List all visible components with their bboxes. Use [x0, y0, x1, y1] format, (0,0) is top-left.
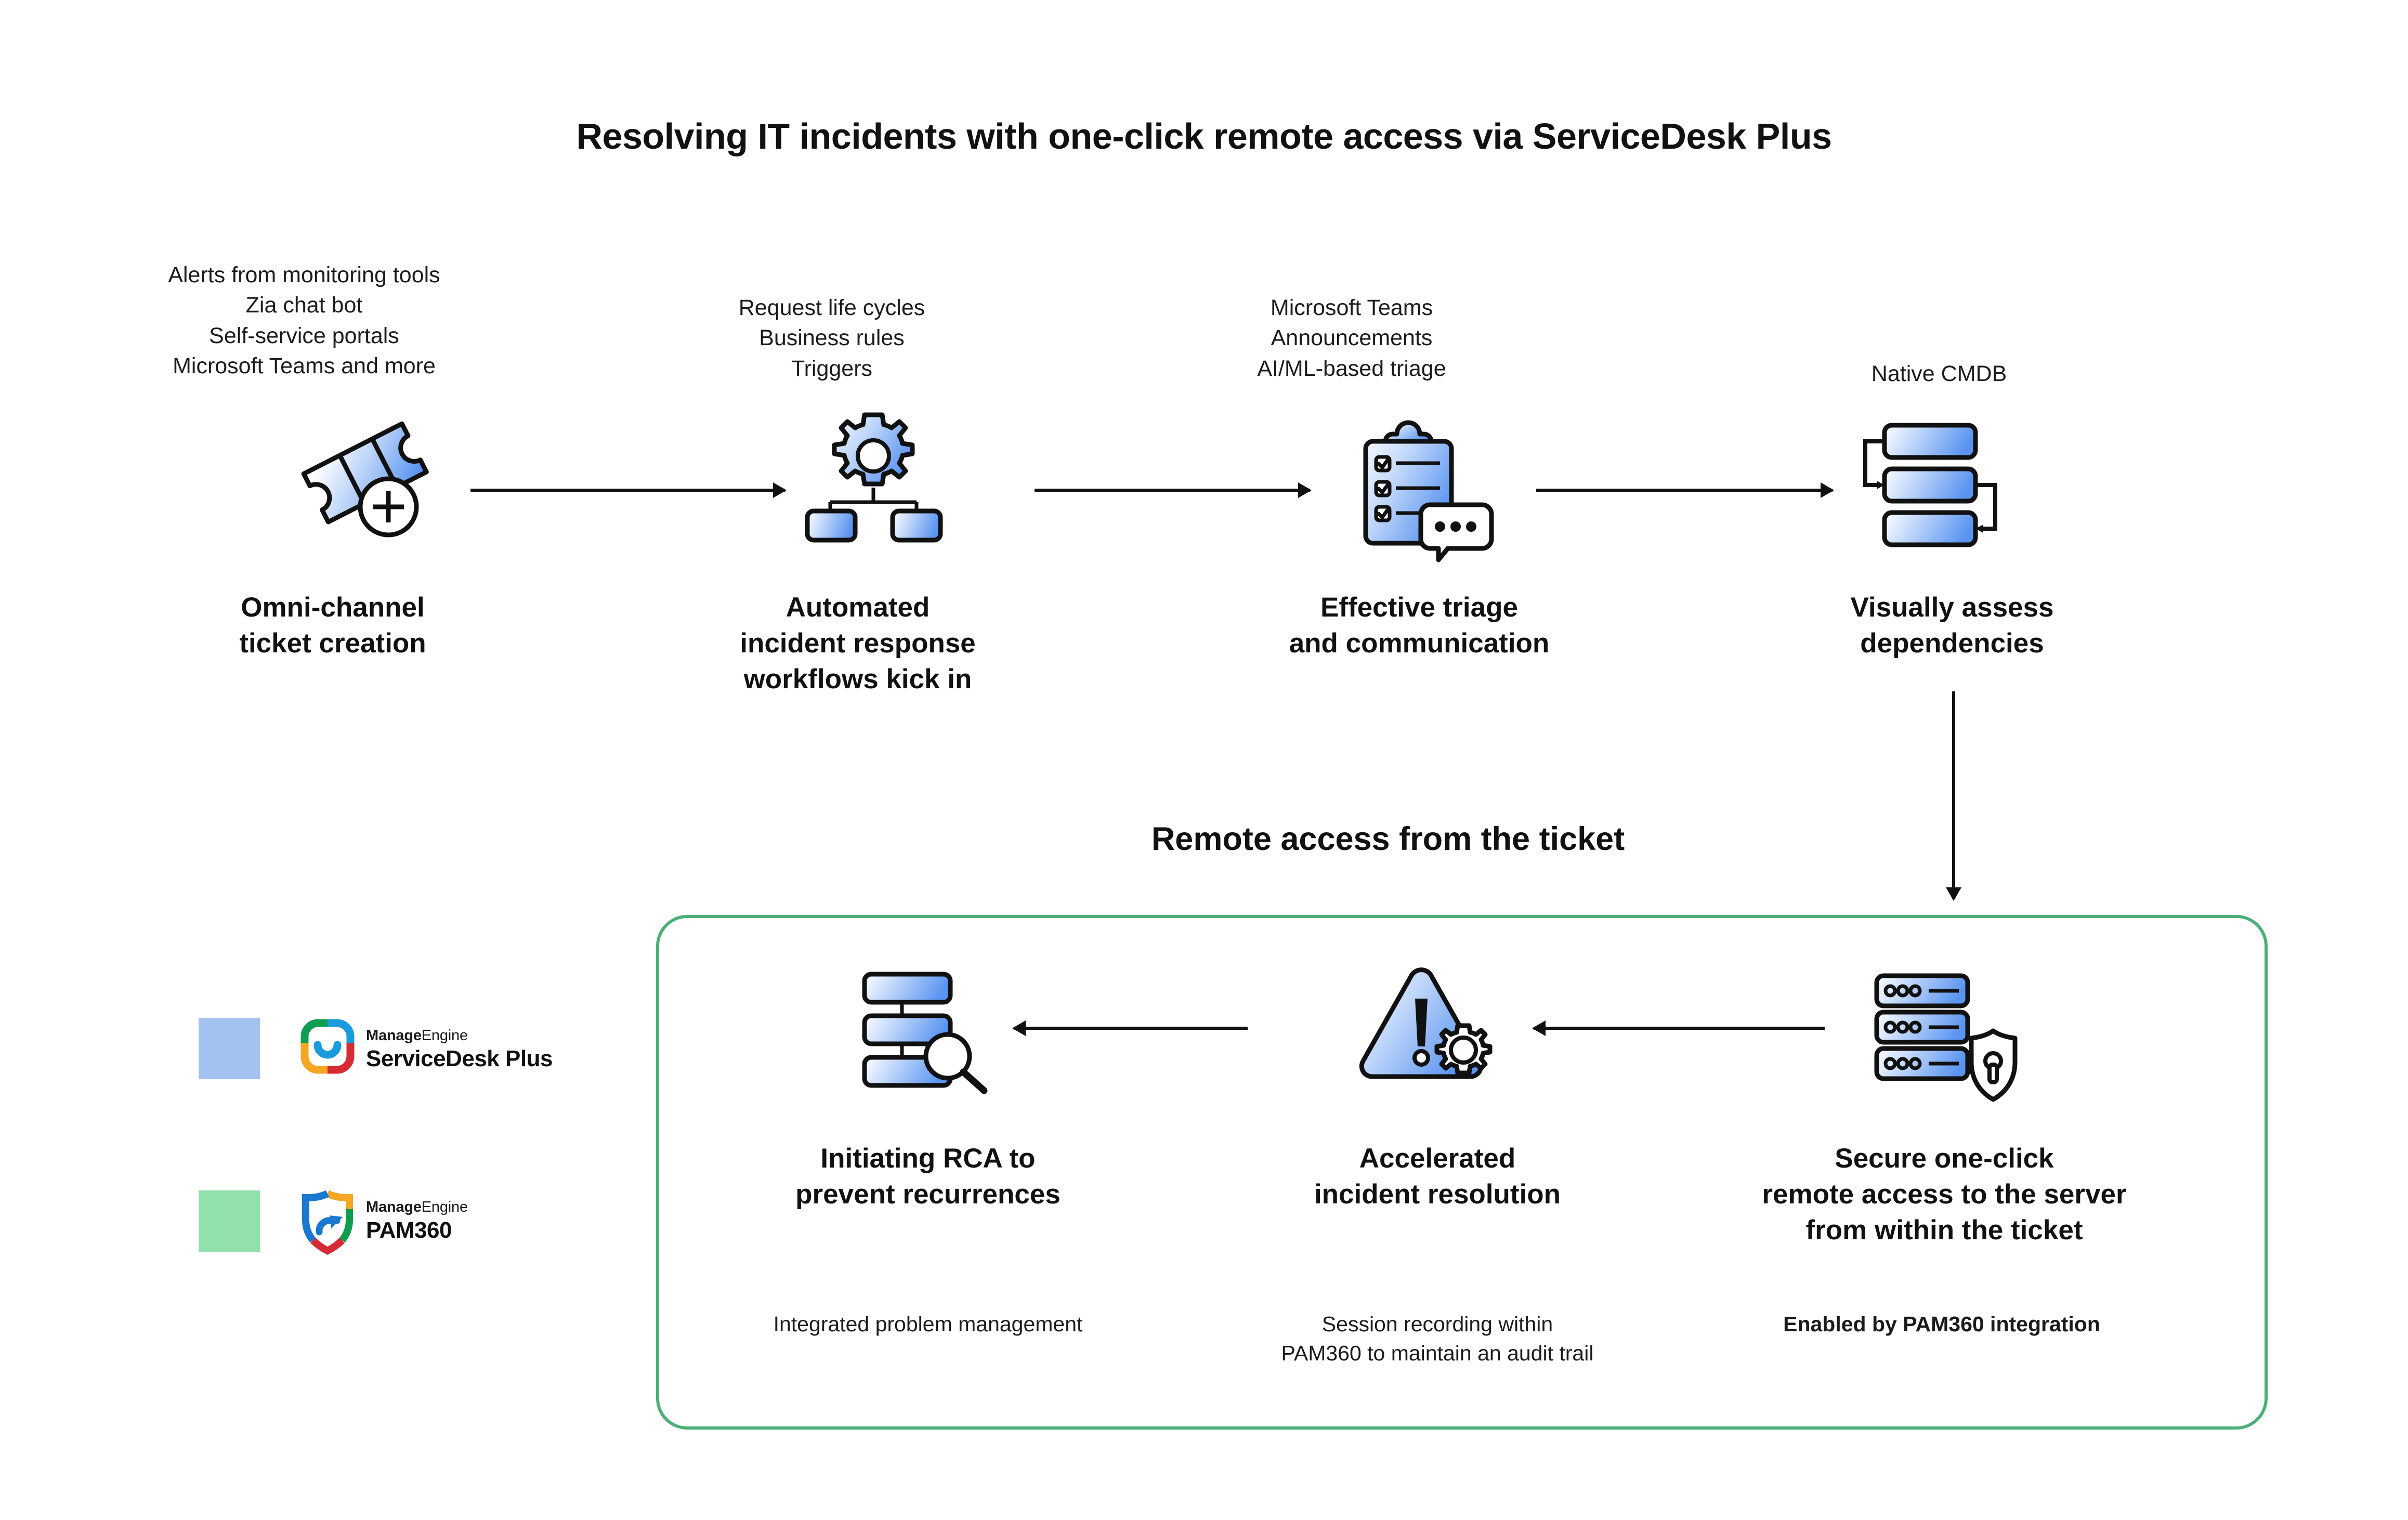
remote-access-panel — [656, 915, 2268, 1430]
label-secure-remote-access: Secure one-click remote access to the se… — [1762, 1143, 2127, 1246]
servicedesk-plus-logo — [300, 1019, 355, 1080]
secure-server-shield-icon — [1856, 964, 2022, 1102]
brand-wordmark-servicedesk: ManageEngine — [366, 1027, 468, 1044]
arrow-step3-step4 — [1536, 489, 1833, 492]
legend-swatch-pam360 — [199, 1190, 260, 1252]
legend-item-servicedesk-plus: ManageEngine ServiceDesk Plus — [300, 1019, 553, 1080]
label-omni-channel: Omni-channel ticket creation — [239, 592, 426, 659]
arrow-secure-to-resolution — [1534, 1027, 1825, 1030]
arrow-step4-down — [1952, 691, 1955, 899]
legend-item-pam360: ManageEngine PAM360 — [300, 1189, 468, 1255]
gear-workflow-icon — [803, 411, 944, 543]
page-title: Resolving IT incidents with one-click re… — [576, 116, 1832, 156]
ticket-plus-icon — [289, 408, 444, 543]
caption-effective-triage: Microsoft Teams Announcements AI/ML-base… — [1257, 295, 1446, 381]
rca-magnifier-icon — [845, 962, 1001, 1094]
arrow-step1-step2 — [470, 489, 785, 492]
caption-native-cmdb: Native CMDB — [1871, 361, 2007, 386]
note-initiating-rca: Integrated problem management — [773, 1312, 1083, 1336]
section-title-remote-access: Remote access from the ticket — [1151, 821, 1625, 857]
arrow-resolution-to-rca — [1014, 1027, 1248, 1030]
legend-label-pam360: PAM360 — [366, 1217, 452, 1243]
clipboard-chat-icon — [1333, 408, 1500, 562]
alert-gear-icon — [1357, 959, 1513, 1094]
note-accelerated-resolution: Session recording within PAM360 to maint… — [1281, 1312, 1594, 1365]
label-visually-assess: Visually assess dependencies — [1850, 592, 2054, 659]
caption-omni-channel: Alerts from monitoring tools Zia chat bo… — [168, 263, 440, 379]
legend-swatch-servicedesk-plus — [199, 1018, 260, 1079]
caption-automated-workflows: Request life cycles Business rules Trigg… — [738, 295, 925, 381]
label-initiating-rca: Initiating RCA to prevent recurrences — [795, 1143, 1061, 1210]
arrow-step2-step3 — [1035, 489, 1310, 492]
legend-label-servicedesk-plus: ServiceDesk Plus — [366, 1045, 553, 1071]
cmdb-dependency-icon — [1856, 411, 2022, 547]
pam360-logo — [300, 1189, 355, 1255]
label-effective-triage: Effective triage and communication — [1289, 592, 1550, 659]
brand-wordmark-pam360: ManageEngine — [366, 1198, 468, 1215]
label-accelerated-resolution: Accelerated incident resolution — [1314, 1143, 1561, 1210]
label-automated-workflows: Automated incident response workflows ki… — [740, 592, 976, 695]
note-secure-remote-access: Enabled by PAM360 integration — [1783, 1312, 2100, 1336]
